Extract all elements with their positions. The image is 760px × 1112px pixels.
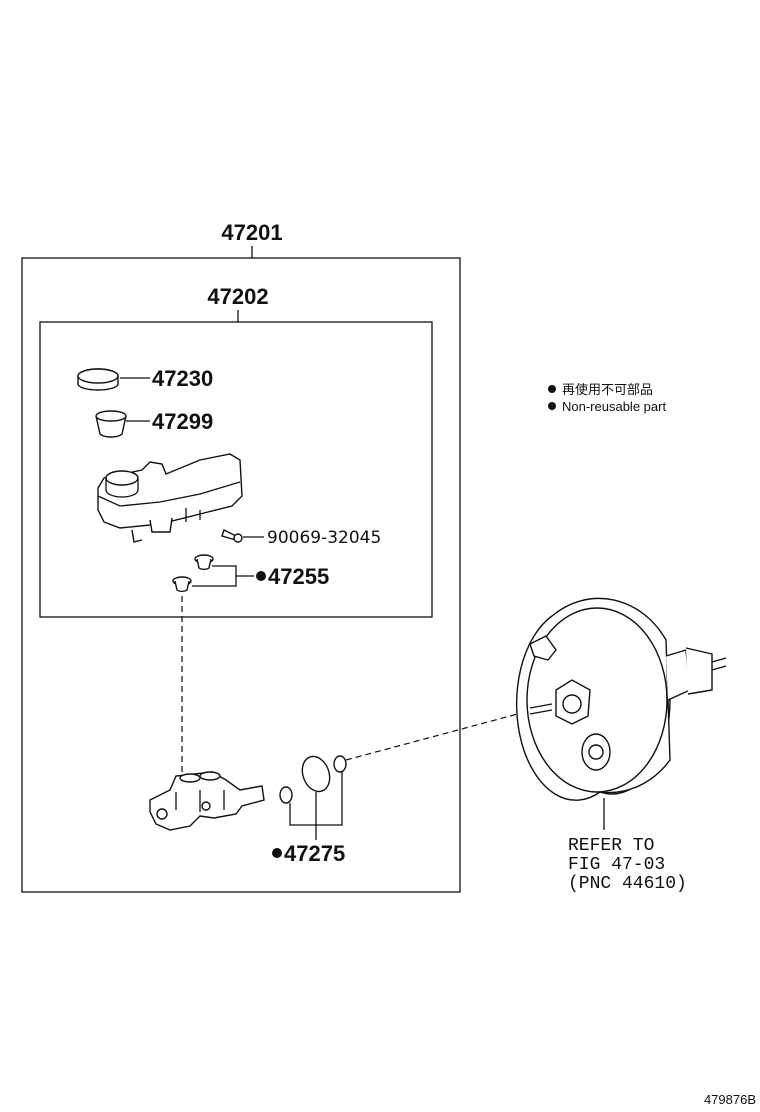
refer-line-1: REFER TO [568, 836, 654, 856]
leader-47255 [192, 565, 237, 587]
reservoir-frame [39, 321, 433, 618]
grommet-upper [194, 554, 214, 571]
reservoir-screw [221, 529, 243, 543]
grommet-lower [172, 576, 192, 593]
non-reusable-dot-47255 [256, 571, 266, 581]
part-label-47275: 47275 [284, 841, 345, 866]
legend-dot-en [548, 402, 556, 410]
part-label-47230: 47230 [152, 366, 213, 391]
legend-dot-jp [548, 385, 556, 393]
reservoir-cap [77, 368, 119, 391]
refer-line-3: (PNC 44610) [568, 874, 687, 894]
legend-text-jp: 再使用不可部品 [562, 382, 653, 397]
part-label-47202: 47202 [207, 284, 268, 309]
ring-small-left [279, 786, 293, 804]
refer-line-2: FIG 47-03 [568, 855, 665, 875]
legend-text-en: Non-reusable part [562, 399, 666, 414]
part-label-47299: 47299 [152, 409, 213, 434]
figure-id: 479876B [704, 1092, 756, 1107]
o-ring [301, 755, 331, 793]
brake-booster [515, 597, 727, 801]
non-reusable-dot-47275 [272, 848, 282, 858]
master-cylinder [149, 771, 265, 831]
part-label-47201: 47201 [221, 220, 282, 245]
assembly-frame [21, 257, 461, 893]
part-label-47255: 47255 [268, 564, 329, 589]
dashed-guide-booster [345, 707, 541, 761]
reservoir-strainer [95, 410, 127, 438]
part-label-90069-32045: 90069-32045 [267, 528, 381, 548]
ring-small-right [333, 755, 347, 773]
brake-fluid-reservoir [97, 453, 243, 543]
